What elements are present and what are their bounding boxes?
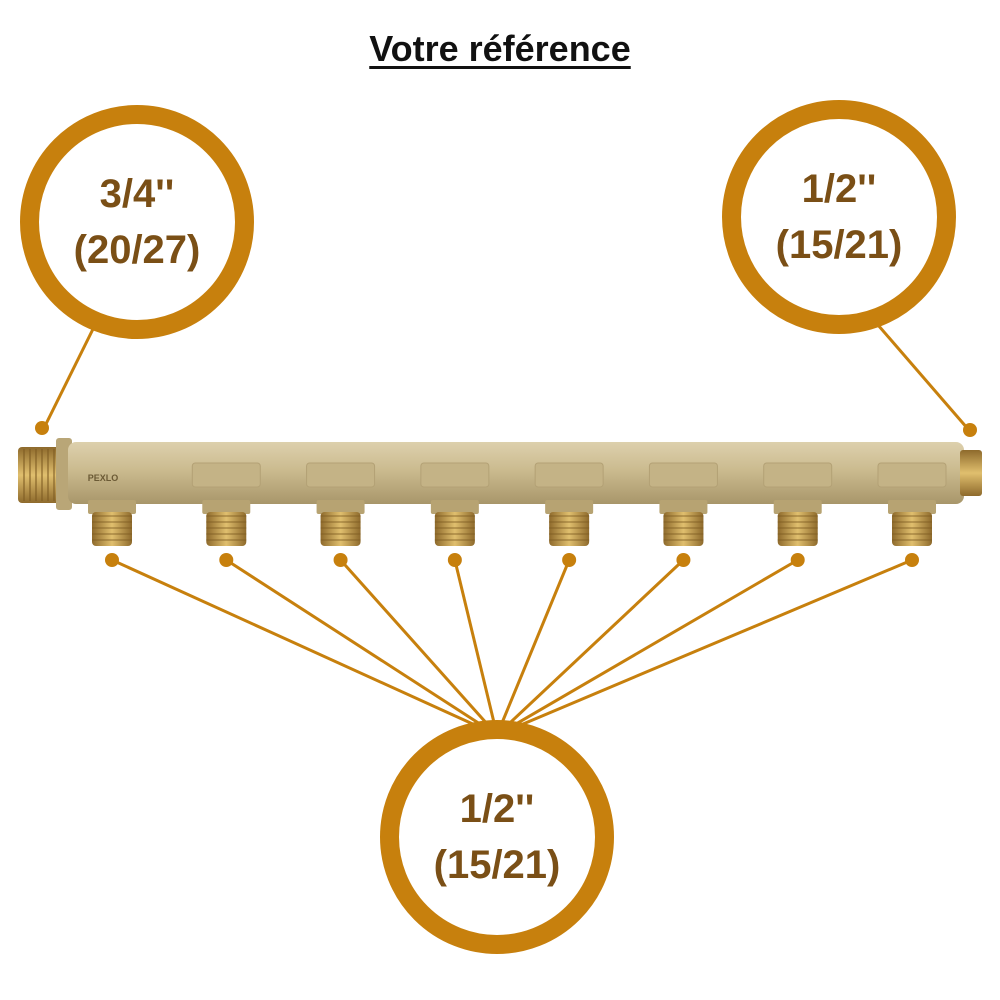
outlet-leader-dot xyxy=(333,553,348,567)
inlet-size-callout: 3/4'' (20/27) xyxy=(20,105,254,339)
leader-lines xyxy=(42,324,970,737)
inlet-thread xyxy=(18,447,60,503)
outlet-thread xyxy=(92,512,132,546)
outlet-boss xyxy=(763,462,833,488)
outlets-metric-label: (15/21) xyxy=(433,843,561,887)
outlet-leader-dot xyxy=(105,553,119,567)
outlet-nut xyxy=(202,500,251,514)
inlet-leader-dot xyxy=(35,421,49,435)
outlet-thread xyxy=(663,512,704,546)
outlet-leader-line xyxy=(225,558,498,737)
manifold-body: PEXLO xyxy=(18,438,982,510)
outlet-boss xyxy=(191,462,261,488)
outlet-leader-dot xyxy=(219,553,234,567)
outlet-boss xyxy=(648,462,718,488)
end-metric-label: (15/21) xyxy=(775,223,903,267)
end-thread xyxy=(960,450,982,496)
outlet-nut xyxy=(316,500,365,514)
outlets-size-label: 1/2'' xyxy=(459,787,535,831)
page-title: Votre référence xyxy=(369,28,631,69)
outlet-leader-line xyxy=(495,558,685,737)
outlet-thread xyxy=(549,512,590,546)
end-size-callout: 1/2'' (15/21) xyxy=(722,100,956,334)
outlet-leader-dot xyxy=(905,553,919,567)
outlet-leader-dot xyxy=(447,553,462,567)
inlet-thread-ridges xyxy=(23,449,55,501)
outlet-leader-line xyxy=(496,558,799,737)
outlet-thread xyxy=(434,512,475,546)
outlet-thread xyxy=(777,512,818,546)
outlet-thread xyxy=(206,512,247,546)
outlet-boss xyxy=(420,462,490,488)
outlet-leader-line xyxy=(111,558,498,737)
end-leader-line xyxy=(876,324,970,430)
outlet-boss xyxy=(877,462,947,488)
outlet-nut xyxy=(430,500,479,514)
outlet-nut xyxy=(88,500,136,514)
inlet-leader-line xyxy=(42,324,97,429)
outlet-nut xyxy=(888,500,936,514)
outlet-leader-line xyxy=(496,558,913,737)
inlet-size-label: 3/4'' xyxy=(99,172,175,216)
outlet-leader-line xyxy=(339,559,499,736)
outlet-leader-dot xyxy=(676,553,691,567)
outlet-nut xyxy=(545,500,594,514)
outlet-thread xyxy=(892,512,932,546)
end-leader-dot xyxy=(963,423,977,437)
outlet-leader-line xyxy=(495,559,571,736)
outlet-thread xyxy=(320,512,361,546)
outlet-leader-dot xyxy=(562,553,577,567)
inlet-metric-label: (20/27) xyxy=(73,228,201,272)
outlet-boss xyxy=(306,462,376,488)
end-size-label: 1/2'' xyxy=(801,167,877,211)
outlet-leader-dot xyxy=(790,553,805,567)
outlet-nut xyxy=(659,500,708,514)
outlet-boss xyxy=(534,462,604,488)
outlet-nut xyxy=(773,500,822,514)
outlet-leader-line xyxy=(453,559,499,736)
manifold-bar xyxy=(68,442,964,504)
brand-mark: PEXLO xyxy=(88,473,119,483)
outlets-size-callout: 1/2'' (15/21) xyxy=(380,720,614,954)
outlet-group xyxy=(35,421,977,567)
